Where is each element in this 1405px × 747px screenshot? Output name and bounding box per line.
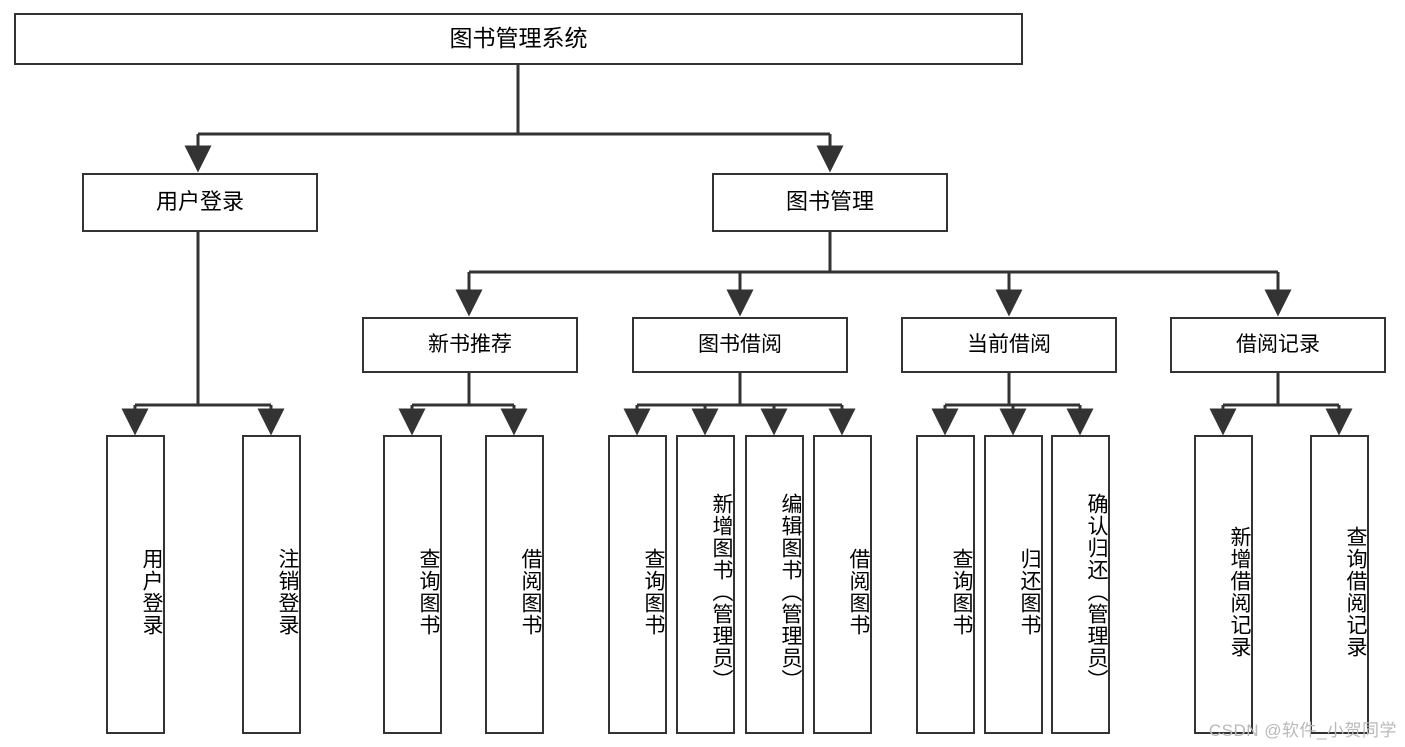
node-leaf-query-book-2[interactable]: 查询图书 <box>608 435 667 734</box>
node-leaf-query-book-3[interactable]: 查询图书 <box>916 435 975 734</box>
node-leaf-user-logout-label: 注销登录 <box>276 547 299 636</box>
node-leaf-user-login-label: 用户登录 <box>140 547 163 636</box>
node-leaf-query-book-2-label: 查询图书 <box>642 547 665 636</box>
node-leaf-add-book-label: 新增图书（管理员） <box>710 492 733 691</box>
watermark: CSDN @软件_小贺同学 <box>1208 721 1397 740</box>
node-leaf-confirm-return-label: 确认归还（管理员） <box>1085 492 1108 691</box>
node-leaf-add-book[interactable]: 新增图书（管理员） <box>676 435 735 734</box>
node-leaf-edit-book-label: 编辑图书（管理员） <box>779 492 802 691</box>
node-leaf-query-record-label: 查询借阅记录 <box>1344 525 1367 658</box>
node-leaf-borrow-book-2-label: 借阅图书 <box>847 547 870 636</box>
node-user-login[interactable]: 用户登录 <box>82 173 318 232</box>
node-book-borrow[interactable]: 图书借阅 <box>632 317 848 373</box>
node-leaf-query-book-1[interactable]: 查询图书 <box>383 435 442 734</box>
node-leaf-user-logout[interactable]: 注销登录 <box>242 435 301 734</box>
node-borrow-record-label: 借阅记录 <box>1236 333 1320 357</box>
node-book-manage[interactable]: 图书管理 <box>712 173 948 232</box>
node-leaf-confirm-return[interactable]: 确认归还（管理员） <box>1051 435 1110 734</box>
node-leaf-return-book-label: 归还图书 <box>1018 547 1041 636</box>
node-leaf-edit-book[interactable]: 编辑图书（管理员） <box>745 435 804 734</box>
node-user-login-label: 用户登录 <box>155 189 244 215</box>
node-leaf-return-book[interactable]: 归还图书 <box>984 435 1043 734</box>
node-book-borrow-label: 图书借阅 <box>698 333 782 357</box>
node-root[interactable]: 图书管理系统 <box>14 13 1023 65</box>
node-book-manage-label: 图书管理 <box>785 189 874 215</box>
node-leaf-borrow-book-2[interactable]: 借阅图书 <box>813 435 872 734</box>
node-root-label: 图书管理系统 <box>449 25 588 52</box>
node-leaf-add-record[interactable]: 新增借阅记录 <box>1194 435 1253 734</box>
node-leaf-borrow-book-1-label: 借阅图书 <box>519 547 542 636</box>
node-new-book-recommend-label: 新书推荐 <box>428 333 512 357</box>
node-leaf-query-book-1-label: 查询图书 <box>417 547 440 636</box>
node-leaf-user-login[interactable]: 用户登录 <box>106 435 165 734</box>
node-leaf-add-record-label: 新增借阅记录 <box>1228 525 1251 658</box>
node-current-borrow[interactable]: 当前借阅 <box>901 317 1117 373</box>
node-leaf-borrow-book-1[interactable]: 借阅图书 <box>485 435 544 734</box>
node-current-borrow-label: 当前借阅 <box>967 333 1051 357</box>
node-leaf-query-book-3-label: 查询图书 <box>950 547 973 636</box>
node-borrow-record[interactable]: 借阅记录 <box>1170 317 1386 373</box>
node-leaf-query-record[interactable]: 查询借阅记录 <box>1310 435 1369 734</box>
node-new-book-recommend[interactable]: 新书推荐 <box>362 317 578 373</box>
